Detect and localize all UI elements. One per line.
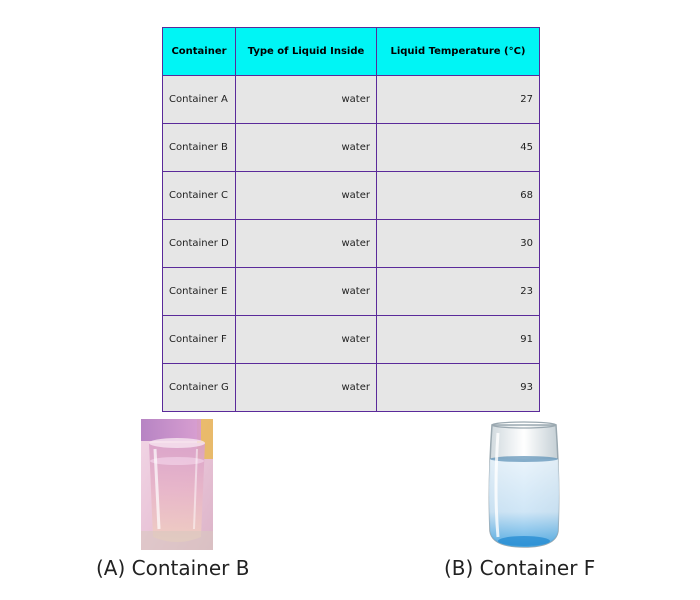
column-header-container: Container bbox=[162, 27, 236, 76]
cell-container: Container F bbox=[162, 315, 236, 364]
cell-temperature: 23 bbox=[376, 267, 540, 316]
table-row: Container D water 30 bbox=[162, 219, 540, 268]
caption-container-f: (B) Container F bbox=[444, 556, 596, 580]
cell-liquid-type: water bbox=[235, 75, 377, 124]
cell-temperature: 93 bbox=[376, 363, 540, 412]
cell-temperature: 27 bbox=[376, 75, 540, 124]
cell-container: Container D bbox=[162, 219, 236, 268]
table-row: Container B water 45 bbox=[162, 123, 540, 172]
cell-liquid-type: water bbox=[235, 123, 377, 172]
table-row: Container E water 23 bbox=[162, 267, 540, 316]
column-header-liquid-type: Type of Liquid Inside bbox=[235, 27, 377, 76]
cell-container: Container B bbox=[162, 123, 236, 172]
cell-container: Container E bbox=[162, 267, 236, 316]
cell-temperature: 91 bbox=[376, 315, 540, 364]
cell-liquid-type: water bbox=[235, 171, 377, 220]
table-row: Container F water 91 bbox=[162, 315, 540, 364]
cell-container: Container A bbox=[162, 75, 236, 124]
container-f-photo bbox=[478, 421, 570, 551]
cell-liquid-type: water bbox=[235, 267, 377, 316]
table-row: Container A water 27 bbox=[162, 75, 540, 124]
cell-temperature: 68 bbox=[376, 171, 540, 220]
pink-glass-image bbox=[141, 419, 213, 550]
cell-liquid-type: water bbox=[235, 363, 377, 412]
cell-container: Container G bbox=[162, 363, 236, 412]
column-header-temperature: Liquid Temperature (°C) bbox=[376, 27, 540, 76]
table-header-row: Container Type of Liquid Inside Liquid T… bbox=[162, 27, 540, 76]
cell-temperature: 45 bbox=[376, 123, 540, 172]
caption-container-b: (A) Container B bbox=[96, 556, 250, 580]
table-row: Container C water 68 bbox=[162, 171, 540, 220]
clear-glass-image bbox=[488, 421, 560, 548]
cell-liquid-type: water bbox=[235, 315, 377, 364]
table-row: Container G water 93 bbox=[162, 363, 540, 412]
cell-temperature: 30 bbox=[376, 219, 540, 268]
cell-liquid-type: water bbox=[235, 219, 377, 268]
cell-container: Container C bbox=[162, 171, 236, 220]
container-b-photo bbox=[141, 419, 213, 550]
container-temperature-table: Container Type of Liquid Inside Liquid T… bbox=[162, 27, 540, 412]
